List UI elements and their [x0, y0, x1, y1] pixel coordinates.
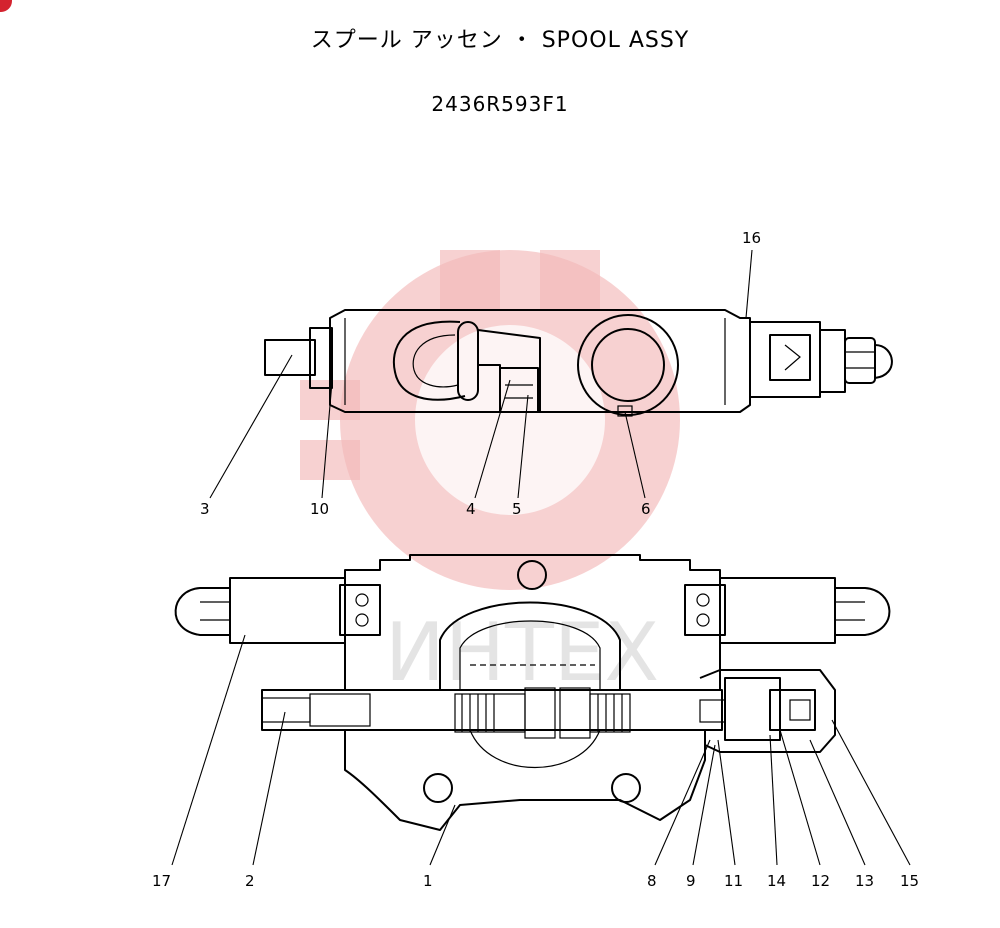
callout-4: 4: [466, 500, 476, 518]
callout-14: 14: [767, 872, 786, 890]
callouts-bottom: 17 2 1 8 9 11 14 12 13 15: [152, 872, 919, 890]
spool-lands: [454, 687, 631, 739]
callout-12: 12: [811, 872, 830, 890]
watermark-logo: [300, 250, 680, 590]
top-view: [264, 309, 893, 417]
leader-lines: [171, 249, 911, 866]
callout-1: 1: [423, 872, 433, 890]
watermark-text: ИНТЕХ: [385, 606, 659, 699]
callout-10: 10: [310, 500, 329, 518]
callout-11: 11: [724, 872, 743, 890]
callouts-top: 3 10 4 5 6 16: [200, 229, 761, 518]
callout-3: 3: [200, 500, 210, 518]
callout-15: 15: [900, 872, 919, 890]
callout-8: 8: [647, 872, 657, 890]
callout-2: 2: [245, 872, 255, 890]
callout-13: 13: [855, 872, 874, 890]
callout-6: 6: [641, 500, 651, 518]
part-number: 2436R593F1: [431, 92, 569, 116]
callout-16: 16: [742, 229, 761, 247]
bottom-view: [174, 554, 891, 831]
callout-17: 17: [152, 872, 171, 890]
callout-9: 9: [686, 872, 696, 890]
callout-5: 5: [512, 500, 522, 518]
diagram-title: スプール アッセン ・ SPOOL ASSY: [310, 28, 690, 53]
